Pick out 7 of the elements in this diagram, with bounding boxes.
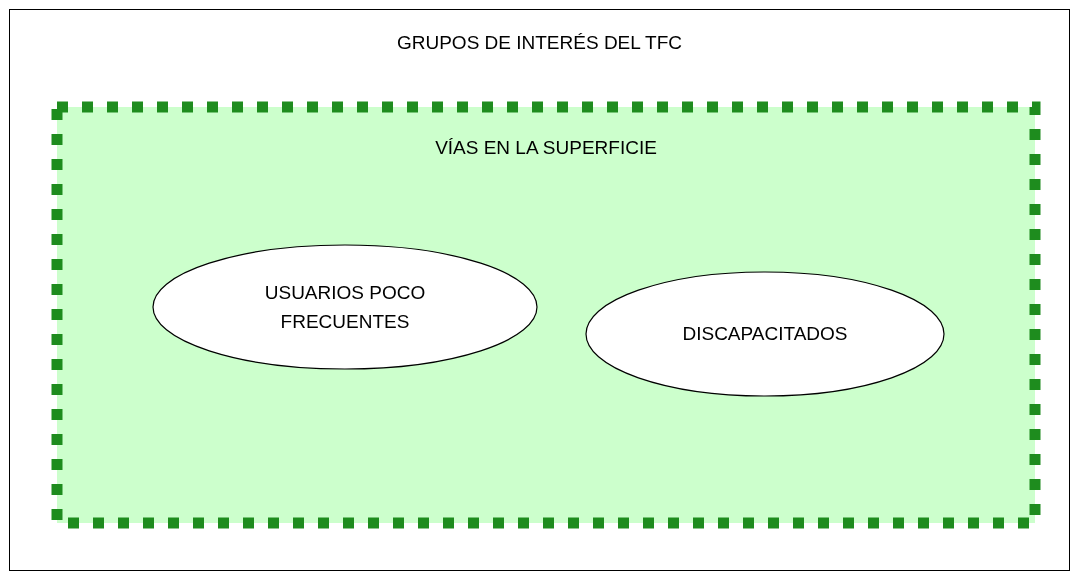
area-heading: VÍAS EN LA SUPERFICIE (435, 137, 657, 158)
group-ellipse (152, 244, 538, 370)
group-ellipse (585, 271, 945, 397)
group-label: USUARIOS POCO FRECUENTES (263, 280, 427, 334)
group-label: DISCAPACITADOS (682, 322, 848, 347)
outer-frame (9, 9, 1070, 571)
diagram-heading: GRUPOS DE INTERÉS DEL TFC (396, 32, 682, 53)
